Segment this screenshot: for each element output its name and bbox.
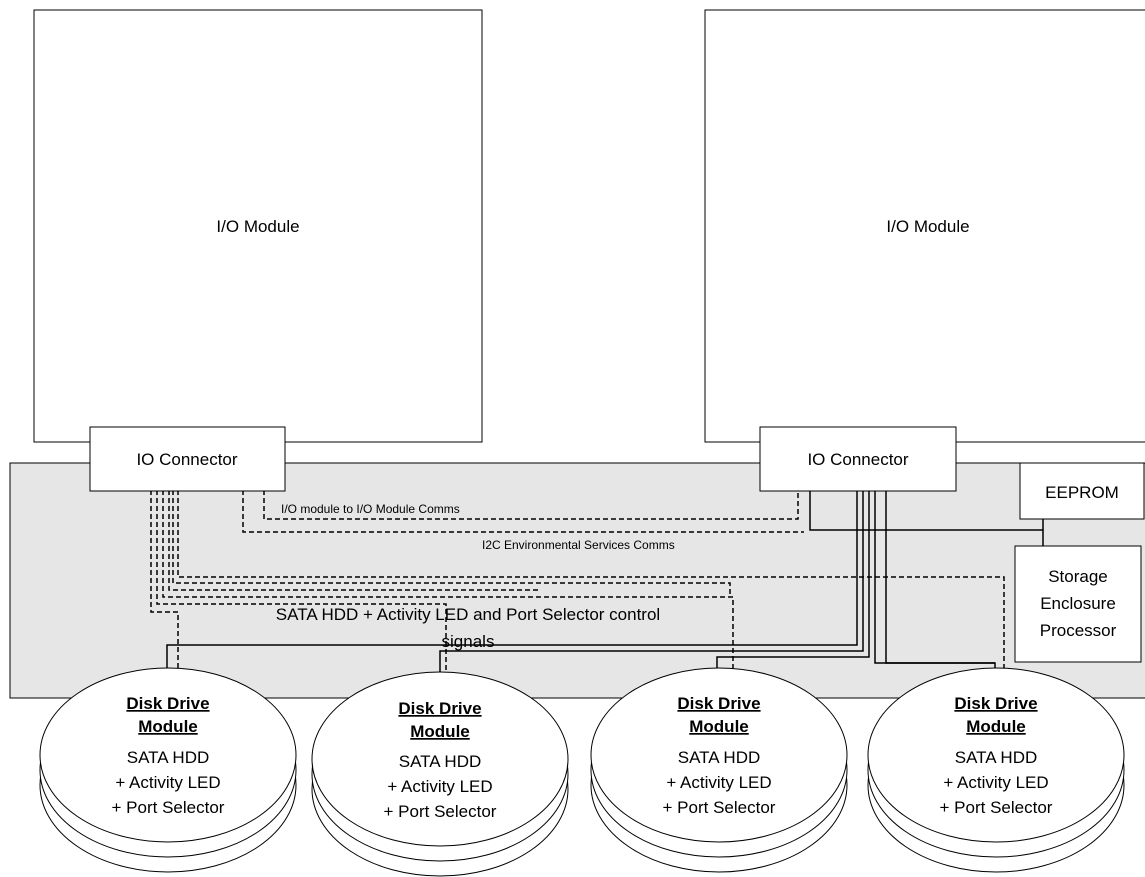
solid-signal-lines <box>166 490 1044 690</box>
eeprom-box <box>1019 462 1145 520</box>
disk-drive-module-2: Disk Drive Module SATA HDD + Activity LE… <box>311 671 569 877</box>
disk-title-line1: Disk Drive <box>398 699 481 718</box>
disk-line-port: + Port Selector <box>384 802 497 821</box>
io-module-right-label: I/O Module <box>886 217 969 236</box>
disk-line-port: + Port Selector <box>940 798 1053 817</box>
disk-line-hdd: SATA HDD <box>678 748 761 767</box>
disk-line-port: + Port Selector <box>663 798 776 817</box>
disk-line-led: + Activity LED <box>387 777 492 796</box>
sata-signals-label-line1: SATA HDD + Activity LED and Port Selecto… <box>276 605 660 624</box>
disk-line-led: + Activity LED <box>943 773 1048 792</box>
disk-title-line2: Module <box>410 722 470 741</box>
disk-drive-module-3: Disk Drive Module SATA HDD + Activity LE… <box>590 667 848 873</box>
i2c-comms-label: I2C Environmental Services Comms <box>482 538 675 552</box>
midplane-panel <box>9 462 1145 699</box>
io-connector-left <box>89 426 286 492</box>
disk-title-line1: Disk Drive <box>677 694 760 713</box>
sep-label-line1: Storage <box>1048 567 1108 586</box>
io-module-left <box>33 9 483 443</box>
io-connector-right-label: IO Connector <box>807 450 908 469</box>
disk-line-led: + Activity LED <box>115 773 220 792</box>
disk-line-hdd: SATA HDD <box>955 748 1038 767</box>
disk-title-line2: Module <box>138 717 198 736</box>
dashed-signal-lines <box>150 490 1005 690</box>
io-module-left-label: I/O Module <box>216 217 299 236</box>
disk-drive-module-4: Disk Drive Module SATA HDD + Activity LE… <box>867 667 1125 873</box>
disk-title-line2: Module <box>689 717 749 736</box>
io-module-right <box>704 9 1145 443</box>
disk-title-line2: Module <box>966 717 1026 736</box>
io-comms-label: I/O module to I/O Module Comms <box>281 502 460 516</box>
disk-line-port: + Port Selector <box>112 798 225 817</box>
disk-line-led: + Activity LED <box>666 773 771 792</box>
disk-line-hdd: SATA HDD <box>127 748 210 767</box>
sep-label-line3: Processor <box>1040 621 1117 640</box>
disk-title-line1: Disk Drive <box>954 694 1037 713</box>
eeprom-label: EEPROM <box>1045 483 1119 502</box>
disk-drive-module-1: Disk Drive Module SATA HDD + Activity LE… <box>39 667 297 873</box>
sep-box <box>1014 545 1142 663</box>
disk-line-hdd: SATA HDD <box>399 752 482 771</box>
io-connector-left-label: IO Connector <box>136 450 237 469</box>
io-connector-right <box>759 426 957 492</box>
sep-label-line2: Enclosure <box>1040 594 1116 613</box>
disk-title-line1: Disk Drive <box>126 694 209 713</box>
sata-signals-label-line2: signals <box>442 632 495 651</box>
